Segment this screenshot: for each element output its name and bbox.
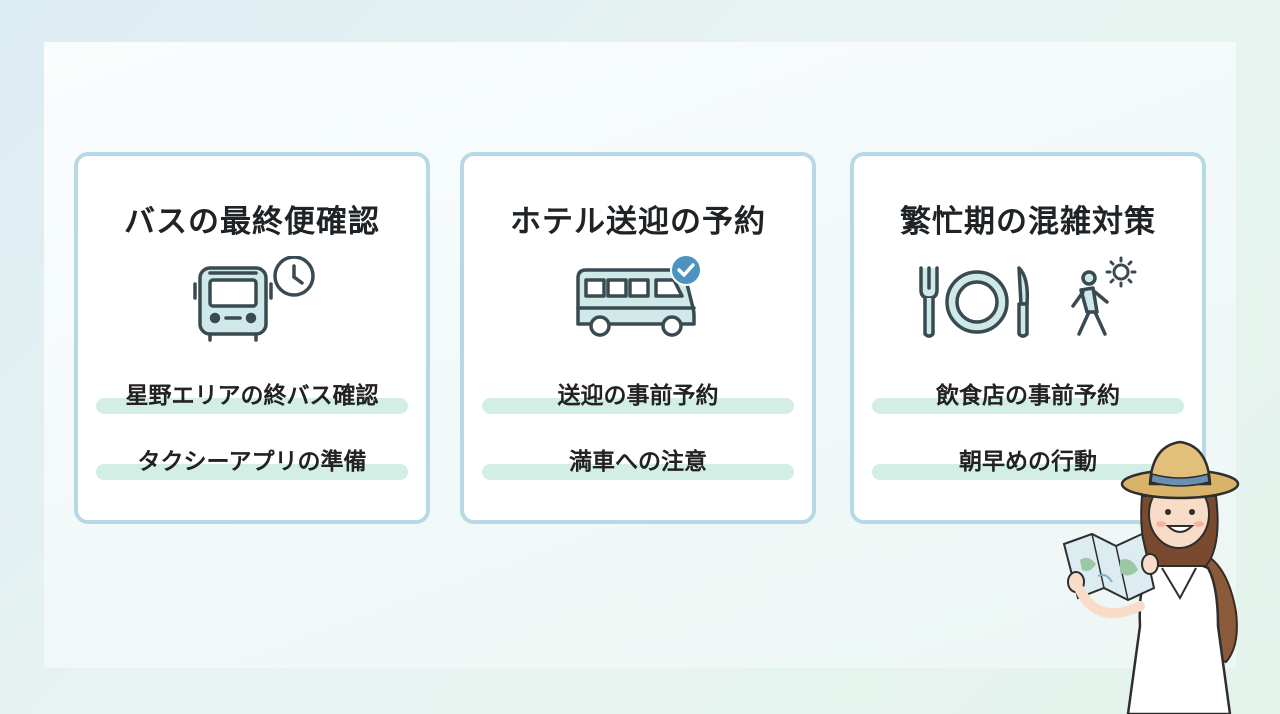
sun-icon (1105, 256, 1137, 288)
fork-icon (919, 266, 939, 338)
card-title: バスの最終便確認 (124, 204, 380, 240)
card-last-bus: バスの最終便確認 星野エリアの終バス確認 (74, 152, 430, 524)
clock-icon (273, 256, 315, 297)
traveler-illustration (1062, 440, 1240, 714)
card-peak-season: 繁忙期の混雑対策 (850, 152, 1206, 524)
list-item: 送迎の事前予約 (482, 376, 794, 414)
item-highlight (872, 398, 1184, 414)
knife-icon (1017, 266, 1030, 338)
shuttle-van-icon (576, 268, 696, 337)
checkmark-icon (670, 256, 702, 286)
item-highlight (482, 398, 794, 414)
card-title: 繁忙期の混雑対策 (900, 204, 1156, 240)
list-item: 満車への注意 (482, 442, 794, 480)
card-icon-group (854, 256, 1202, 346)
item-highlight (482, 464, 794, 480)
item-highlight (96, 398, 408, 414)
card-title: ホテル送迎の予約 (510, 204, 766, 240)
list-item: 星野エリアの終バス確認 (96, 376, 408, 414)
card-icon-group (78, 256, 426, 346)
plate-icon (945, 270, 1009, 334)
bus-icon (193, 266, 273, 342)
list-item: タクシーアプリの準備 (96, 442, 408, 480)
card-icon-group (464, 256, 812, 346)
walking-person-icon (1071, 270, 1109, 336)
list-item: 朝早めの行動 (872, 442, 1184, 480)
item-highlight (96, 464, 408, 480)
list-item: 飲食店の事前予約 (872, 376, 1184, 414)
card-hotel-shuttle: ホテル送迎の予約 送迎の事前予約 満車への注意 (460, 152, 816, 524)
item-highlight (872, 464, 1184, 480)
